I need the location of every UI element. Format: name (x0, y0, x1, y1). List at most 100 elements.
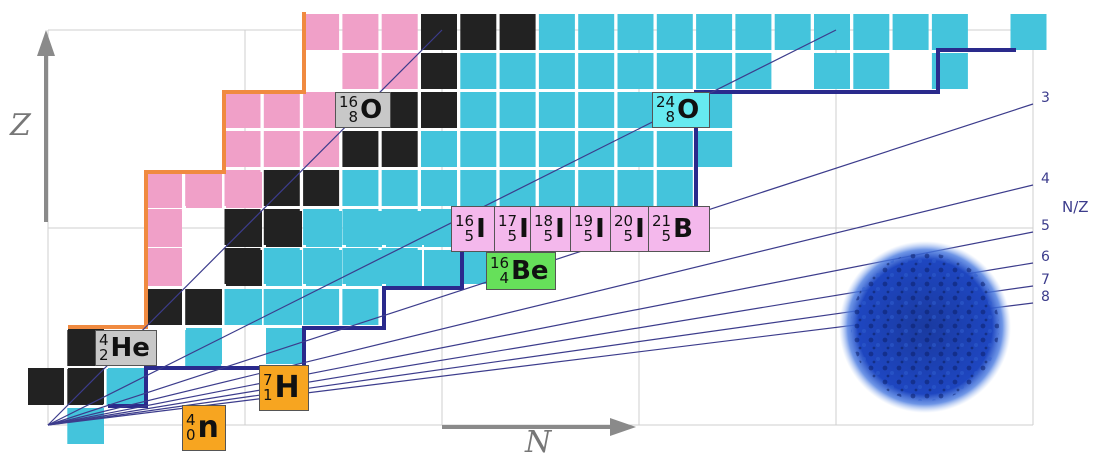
element-symbol: He (110, 333, 150, 363)
neutron-rich-cell (266, 250, 302, 286)
neutron-rich-cell (538, 170, 575, 206)
ratio-label-5: 5 (1041, 218, 1050, 234)
mass-number: 21 (652, 212, 672, 230)
atomic-number: 5 (623, 227, 634, 245)
atomic-number: 8 (665, 108, 676, 126)
ratio-label-8: 8 (1041, 289, 1050, 305)
neutron-rich-cell (499, 170, 536, 206)
neutron-rich-cell (617, 14, 654, 50)
neutron-rich-cell (617, 170, 654, 206)
neutron-rich-cell (578, 14, 615, 50)
ratio-label-4: 4 (1041, 171, 1050, 187)
stable-nuclide-cell (263, 170, 300, 206)
element-symbol: B (673, 214, 693, 244)
neutron-rich-cell (342, 170, 379, 206)
neutron-rich-cell (499, 92, 536, 128)
z-axis-arrowhead (37, 30, 55, 56)
ratio-label-3: 3 (1041, 90, 1050, 106)
mass-number: 20 (614, 212, 634, 230)
element-symbol: I (635, 214, 645, 244)
ratio-label-7: 7 (1041, 272, 1050, 288)
neutron-rich-cell (853, 14, 890, 50)
neutron-rich-cell (421, 131, 457, 167)
neutron-rich-cell (381, 170, 418, 206)
proton-rich-cell (146, 211, 182, 247)
atomic-number: 1 (263, 386, 273, 404)
neutron-rich-cell (538, 14, 575, 50)
atomic-number: 5 (583, 227, 594, 245)
mass-number: 4 (99, 331, 109, 349)
proton-rich-cell (146, 250, 182, 286)
neutron-rich-cell (696, 53, 733, 89)
proton-rich-cell (303, 92, 340, 128)
mass-number: 16 (455, 212, 475, 230)
atomic-number: 0 (186, 426, 196, 444)
neutron-rich-cell (578, 92, 615, 128)
neutron-rich-cell (892, 14, 929, 50)
stable-nuclide-cell (266, 211, 302, 247)
neutron-rich-cell (656, 14, 693, 50)
neutron-rich-cell (226, 289, 262, 325)
atomic-number: 8 (348, 108, 359, 126)
element-symbol: H (274, 370, 300, 405)
axis-arrows (37, 30, 636, 436)
atomic-number: 5 (543, 227, 554, 245)
stable-nuclide-cell (421, 92, 457, 128)
mass-number: 4 (186, 411, 196, 429)
neutron-rich-cell (617, 92, 654, 128)
neutron-rich-cell (538, 53, 575, 89)
proton-rich-cell (146, 172, 182, 208)
proton-rich-cell (342, 14, 379, 50)
stable-nuclide-cell (146, 289, 182, 325)
stable-nuclide-cell (499, 14, 536, 50)
atomic-number: 2 (99, 346, 109, 364)
neutron-rich-cell (931, 14, 968, 50)
proton-rich-cell (342, 53, 379, 89)
neutron-rich-cell (460, 53, 497, 89)
atomic-number: 5 (464, 227, 475, 245)
element-symbol: I (519, 214, 529, 244)
mass-number: 18 (534, 212, 554, 230)
neutron-rich-cell (617, 53, 654, 89)
neutron-rich-cell (346, 250, 382, 286)
neutron-rich-cell (578, 131, 615, 167)
neutron-rich-cell (696, 131, 733, 167)
element-symbol: I (595, 214, 605, 244)
neutron-rich-cell (735, 14, 772, 50)
stable-nuclide-cell (342, 131, 379, 167)
stable-nuclide-cell (421, 53, 457, 89)
element-symbol: I (555, 214, 565, 244)
neutron-rich-cell (656, 131, 693, 167)
neutron-rich-cell (460, 92, 497, 128)
atomic-number: 4 (499, 269, 510, 287)
neutron-rich-cell (499, 53, 536, 89)
proton-rich-cell (303, 14, 340, 50)
nuclide-cells (28, 14, 1047, 444)
mass-number: 17 (498, 212, 518, 230)
proton-rich-cell (224, 92, 261, 128)
ratio-label-6: 6 (1041, 249, 1050, 265)
n-axis-arrowhead (610, 418, 636, 436)
proton-drip-line (68, 12, 306, 329)
stable-nuclide-cell (421, 14, 457, 50)
proton-rich-cell (186, 172, 222, 208)
neutron-rich-cell (774, 14, 811, 50)
neutron-rich-cell (814, 53, 850, 89)
drip-lines (68, 12, 1016, 408)
